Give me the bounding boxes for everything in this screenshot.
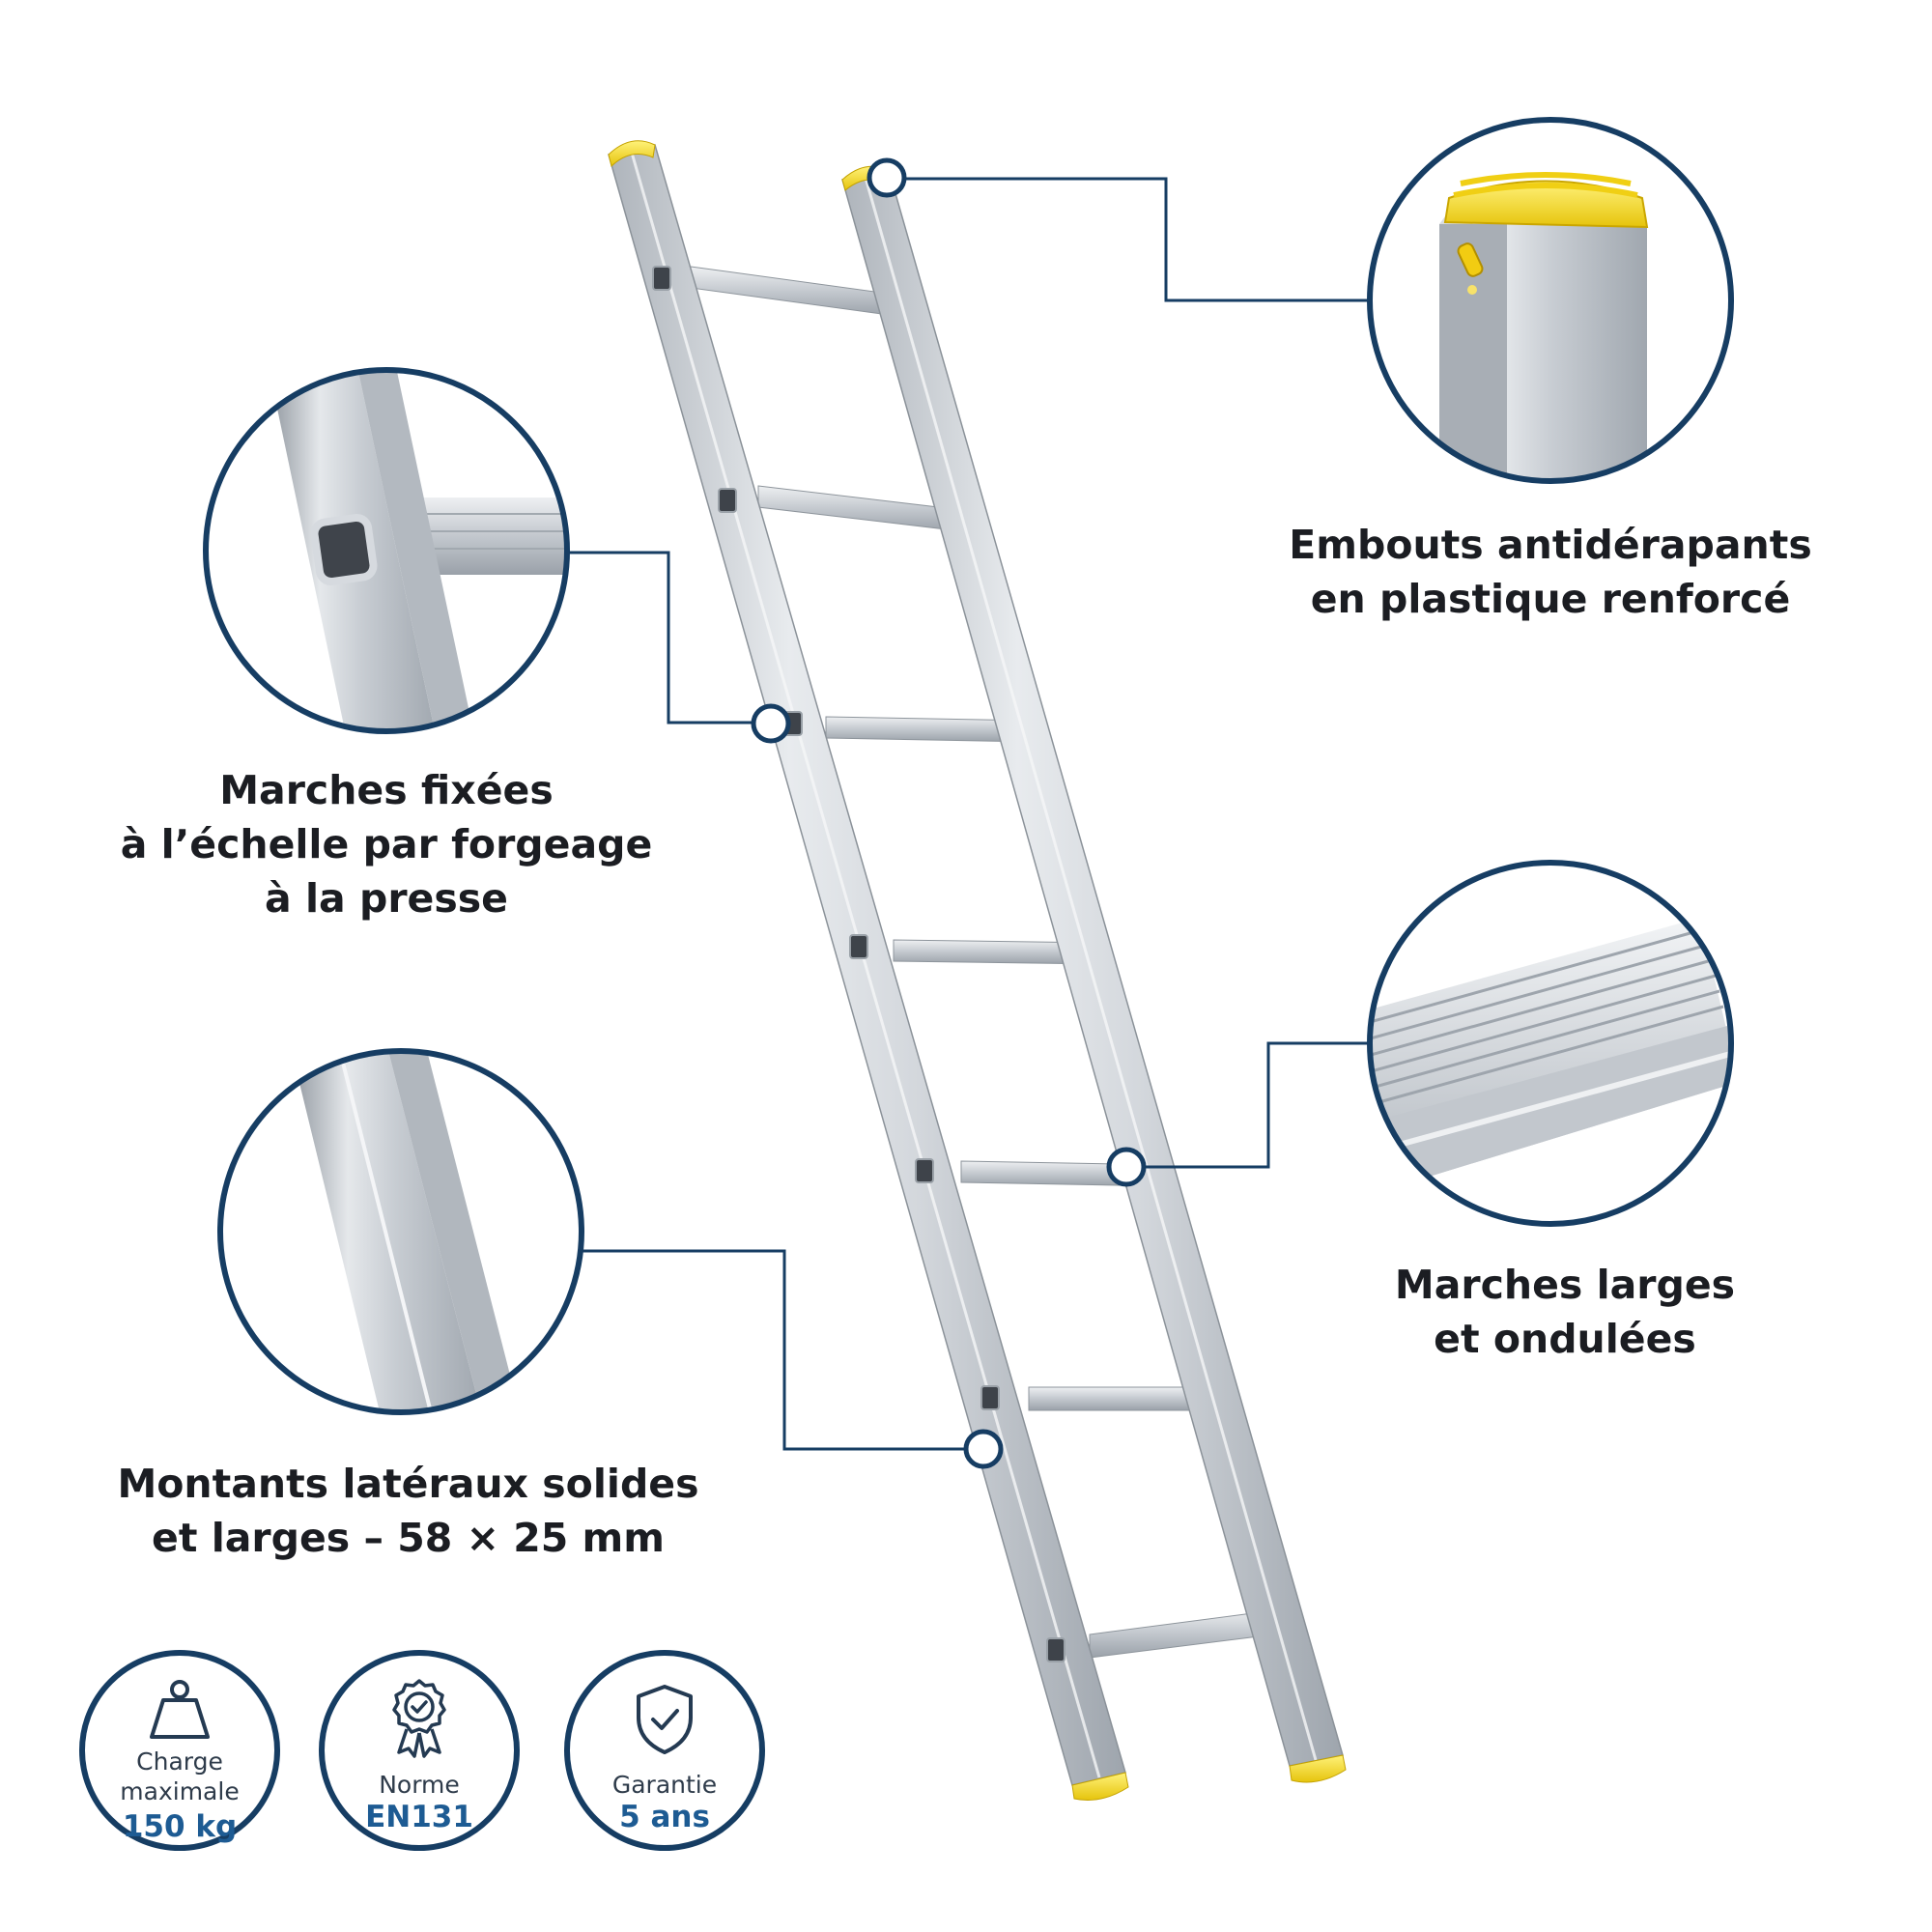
caption-line: Embouts antidérapants	[1289, 522, 1812, 568]
caption-line: Montants latéraux solides	[117, 1461, 699, 1507]
hotspot-endcap	[867, 157, 907, 198]
badge-warranty: Garantie 5 ans	[564, 1650, 765, 1851]
hotspot-rail	[963, 1429, 1004, 1469]
shield-check-icon	[637, 1685, 693, 1754]
caption-line: à l’échelle par forgeage	[120, 821, 653, 867]
caption-rungs-fixed: Marches fixées à l’échelle par forgeage …	[97, 763, 676, 925]
weight-icon	[150, 1680, 210, 1739]
ladder	[608, 140, 1347, 1801]
connector-lines	[568, 177, 1370, 1451]
caption-line: et larges – 58 × 25 mm	[152, 1515, 665, 1561]
hotspot-markers	[751, 157, 1147, 1469]
badge-standard: Norme EN131	[319, 1650, 520, 1851]
caption-line: Marches fixées	[219, 767, 554, 813]
award-ribbon-icon	[392, 1679, 446, 1758]
badge-label-line: maximale	[120, 1777, 240, 1805]
caption-line: Marches larges	[1394, 1262, 1736, 1308]
zoom-corrugated-rung	[1367, 860, 1734, 1227]
badge-label-line: Norme	[379, 1771, 460, 1799]
caption-endcaps: Embouts antidérapants en plastique renfo…	[1275, 518, 1826, 626]
caption-line: en plastique renforcé	[1310, 576, 1791, 622]
caption-line: à la presse	[265, 875, 508, 922]
zoom-side-rail	[217, 1048, 584, 1415]
badge-value: 150 kg	[122, 1809, 238, 1844]
hotspot-rung-wide	[1106, 1147, 1147, 1187]
caption-line: et ondulées	[1434, 1316, 1696, 1362]
zoom-endcap	[1367, 117, 1734, 484]
badge-max-load: Charge maximale 150 kg	[79, 1650, 280, 1851]
badge-label: Norme	[325, 1770, 514, 1800]
caption-rungs-wide: Marches larges et ondulées	[1372, 1258, 1758, 1366]
badge-value: EN131	[365, 1800, 473, 1834]
hotspot-rung-fixed	[751, 703, 791, 744]
badge-label-line: Charge	[136, 1747, 223, 1776]
badge-label: Garantie	[570, 1770, 759, 1800]
badge-value: 5 ans	[619, 1800, 710, 1834]
rung-holes	[652, 266, 1065, 1662]
badge-label-line: Garantie	[611, 1771, 718, 1799]
zoom-rung-fixing	[203, 367, 570, 734]
ladder-right-rail	[841, 169, 1344, 1767]
badge-label: Charge maximale	[85, 1747, 274, 1806]
caption-rails: Montants latéraux solides et larges – 58…	[97, 1457, 720, 1565]
